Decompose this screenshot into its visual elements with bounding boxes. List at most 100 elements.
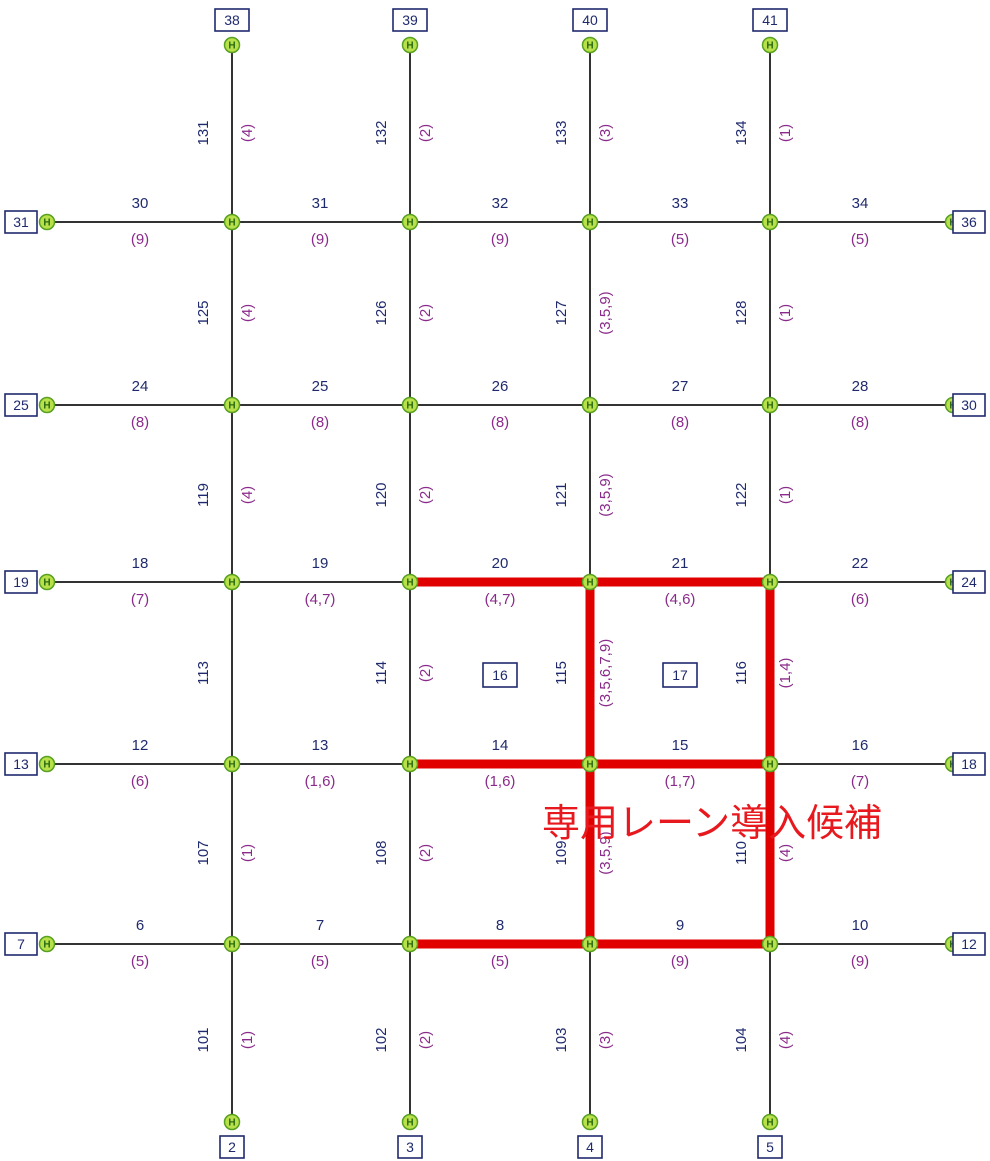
v-link-id: 133 bbox=[553, 120, 570, 145]
node-glyph: H bbox=[766, 218, 773, 229]
v-link-routes: (2) bbox=[417, 124, 434, 142]
v-link-id: 114 bbox=[373, 661, 390, 685]
terminal-box bbox=[952, 393, 986, 417]
v-link-routes: (4) bbox=[239, 486, 256, 504]
h-link-id: 6 bbox=[136, 917, 144, 934]
h-link-routes: (9) bbox=[491, 231, 509, 248]
left-terminal: 31 bbox=[4, 210, 38, 234]
terminal-label: 13 bbox=[13, 756, 29, 772]
bottom-terminal: 2 bbox=[219, 1135, 245, 1159]
v-link-routes: (3) bbox=[597, 1031, 614, 1049]
node-h-icon: H bbox=[401, 396, 419, 414]
v-link-routes: (4) bbox=[239, 124, 256, 142]
zone-box: 17 bbox=[662, 662, 698, 688]
h-link-routes: (7) bbox=[131, 591, 149, 608]
v-link-id: 132 bbox=[373, 120, 390, 145]
node-glyph: H bbox=[43, 401, 50, 412]
terminal-box bbox=[397, 1135, 423, 1159]
h-link-id: 34 bbox=[852, 195, 869, 212]
terminal-box bbox=[757, 1135, 783, 1159]
top-terminal: 39 bbox=[392, 8, 428, 32]
node-glyph: H bbox=[586, 940, 593, 951]
node-h-icon: H bbox=[401, 755, 419, 773]
v-link-id: 125 bbox=[195, 300, 212, 325]
terminal-label: 5 bbox=[766, 1139, 774, 1155]
v-link-id: 113 bbox=[195, 661, 212, 685]
v-link-id: 134 bbox=[733, 120, 750, 145]
h-link-id: 14 bbox=[492, 737, 509, 754]
zone-box: 16 bbox=[482, 662, 518, 688]
node-circle bbox=[223, 36, 241, 54]
node-circle bbox=[223, 935, 241, 953]
h-link-id: 7 bbox=[316, 917, 324, 934]
node-circle bbox=[761, 396, 779, 414]
node-circle bbox=[38, 573, 56, 591]
terminal-label: 12 bbox=[961, 936, 977, 952]
h-link-routes: (5) bbox=[491, 953, 509, 970]
node-circle bbox=[581, 1113, 599, 1131]
terminal-label: 17 bbox=[672, 667, 688, 683]
node-h-icon: H bbox=[401, 573, 419, 591]
node-glyph: H bbox=[766, 760, 773, 771]
node-circle bbox=[38, 755, 56, 773]
node-circle bbox=[38, 213, 56, 231]
terminal-box bbox=[952, 210, 986, 234]
terminal-label: 30 bbox=[961, 397, 977, 413]
v-link-id: 104 bbox=[733, 1027, 750, 1052]
node-glyph: H bbox=[406, 41, 413, 52]
node-circle bbox=[223, 755, 241, 773]
terminal-box bbox=[952, 570, 986, 594]
node-circle bbox=[401, 1113, 419, 1131]
terminal-label: 40 bbox=[582, 12, 598, 28]
v-link-routes: (1,4) bbox=[777, 658, 794, 689]
terminal-label: 41 bbox=[762, 12, 778, 28]
node-h-icon: H bbox=[38, 396, 56, 414]
bottom-terminal: 3 bbox=[397, 1135, 423, 1159]
h-link-id: 8 bbox=[496, 917, 504, 934]
node-glyph: H bbox=[228, 578, 235, 589]
node-circle bbox=[581, 935, 599, 953]
v-link-id: 110 bbox=[733, 841, 750, 865]
node-glyph: H bbox=[43, 940, 50, 951]
terminal-label: 18 bbox=[961, 756, 977, 772]
v-link-routes: (2) bbox=[417, 486, 434, 504]
h-link-id: 26 bbox=[492, 378, 509, 395]
v-link-id: 120 bbox=[373, 482, 390, 507]
terminal-label: 24 bbox=[961, 574, 977, 590]
v-link-routes: (2) bbox=[417, 844, 434, 862]
node-glyph: H bbox=[228, 940, 235, 951]
h-link-routes: (4,7) bbox=[305, 591, 336, 608]
node-glyph: H bbox=[228, 760, 235, 771]
h-link-id: 18 bbox=[132, 555, 149, 572]
left-terminal: 7 bbox=[4, 932, 38, 956]
h-link-routes: (8) bbox=[671, 414, 689, 431]
node-glyph: H bbox=[586, 41, 593, 52]
h-link-id: 15 bbox=[672, 737, 689, 754]
node-circle bbox=[223, 396, 241, 414]
v-link-id: 109 bbox=[553, 840, 570, 865]
v-link-id: 121 bbox=[553, 482, 570, 507]
node-glyph: H bbox=[228, 41, 235, 52]
terminal-label: 38 bbox=[224, 12, 240, 28]
node-circle bbox=[761, 213, 779, 231]
terminal-box bbox=[577, 1135, 603, 1159]
terminal-label: 19 bbox=[13, 574, 29, 590]
right-terminal: 24 bbox=[952, 570, 986, 594]
v-link-id: 122 bbox=[733, 482, 750, 507]
node-glyph: H bbox=[406, 940, 413, 951]
terminal-label: 4 bbox=[586, 1139, 594, 1155]
terminal-box bbox=[4, 210, 38, 234]
terminal-label: 39 bbox=[402, 12, 418, 28]
v-link-id: 127 bbox=[553, 300, 570, 325]
node-glyph: H bbox=[766, 41, 773, 52]
v-link-routes: (4) bbox=[777, 1031, 794, 1049]
node-circle bbox=[223, 573, 241, 591]
node-glyph: H bbox=[766, 401, 773, 412]
top-terminal: 38 bbox=[214, 8, 250, 32]
node-circle bbox=[401, 755, 419, 773]
h-link-routes: (4,7) bbox=[485, 591, 516, 608]
v-link-routes: (4) bbox=[777, 844, 794, 862]
v-link-routes: (1) bbox=[777, 486, 794, 504]
node-h-icon: H bbox=[581, 396, 599, 414]
